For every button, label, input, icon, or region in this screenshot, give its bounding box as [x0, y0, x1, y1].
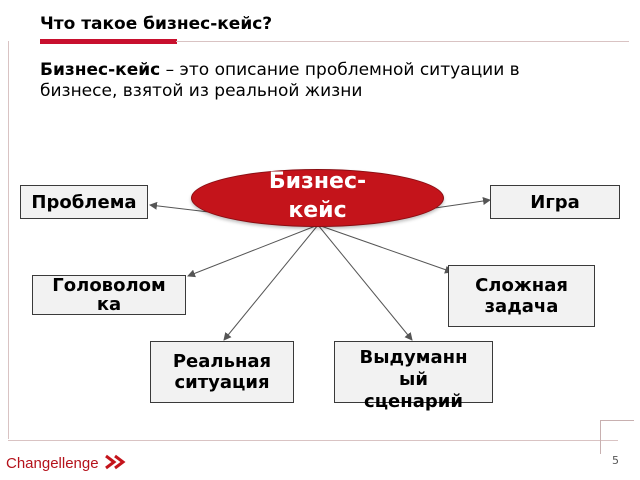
node-real-situation: Реальная ситуация: [150, 341, 294, 403]
page-number: 5: [612, 454, 619, 467]
center-node-business-case: Бизнес- кейс: [191, 169, 444, 227]
center-node-label: Бизнес- кейс: [268, 169, 367, 223]
node-complex-task: Сложная задача: [448, 265, 595, 327]
node-fictional-scenario-label: Выдуманн ый сценарий: [359, 347, 468, 412]
page-number-frame: [600, 420, 634, 454]
node-game-label: Игра: [530, 191, 580, 213]
node-fictional-scenario: Выдуманн ый сценарий: [334, 341, 493, 412]
brand-logo-text: Changellenge: [6, 455, 99, 472]
page-title: Что такое бизнес-кейс?: [40, 14, 273, 34]
node-complex-task-label: Сложная задача: [475, 275, 568, 317]
node-game: Игра: [490, 185, 620, 219]
arrow-to-complex-task: [317, 224, 453, 274]
node-puzzle-label: Головолом ка: [52, 275, 166, 315]
node-problem-label: Проблема: [31, 191, 137, 213]
arrow-to-real-situation: [223, 224, 319, 341]
definition-body: – это описание проблемной ситуации в биз…: [40, 60, 520, 101]
definition-term: Бизнес-кейс: [40, 60, 161, 80]
node-problem: Проблема: [20, 185, 148, 219]
definition-text: Бизнес-кейс – это описание проблемной си…: [40, 60, 600, 102]
double-chevron-icon: [105, 454, 126, 470]
node-real-situation-label: Реальная ситуация: [172, 351, 272, 393]
title-underline: [40, 39, 177, 44]
divider-top: [176, 41, 629, 42]
arrow-to-puzzle: [187, 224, 319, 278]
divider-bottom: [8, 440, 618, 441]
divider-left: [8, 41, 9, 439]
node-puzzle: Головолом ка: [32, 275, 186, 315]
arrow-to-fictional-scenario: [317, 224, 413, 341]
